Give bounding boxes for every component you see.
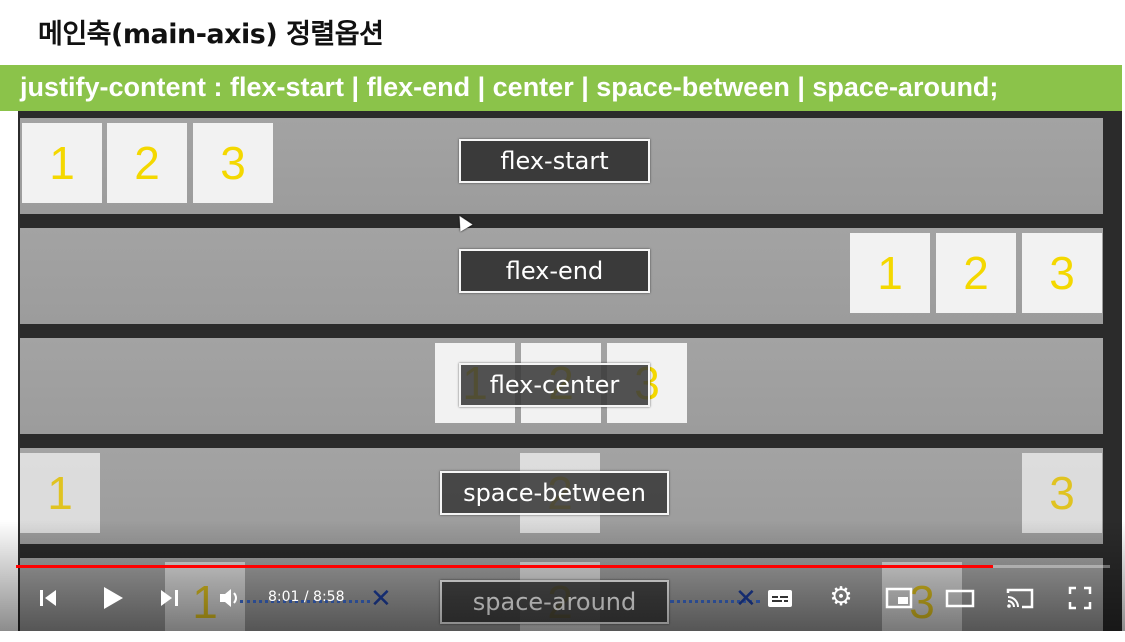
spacing-indicator: [240, 600, 370, 603]
progress-fill: [16, 565, 994, 568]
slide-title: 메인축(main-axis) 정렬옵션: [38, 19, 384, 50]
demo-row-flex-end: flex-end 1 2 3: [20, 228, 1103, 324]
row-label: flex-end: [459, 249, 650, 293]
progress-bar[interactable]: [16, 565, 1110, 568]
row-label: flex-start: [459, 139, 650, 183]
flex-item-2: 2: [936, 233, 1016, 313]
flex-item-1: 1: [165, 562, 245, 631]
row-label: space-between: [440, 471, 669, 515]
flex-item-3: 3: [193, 123, 273, 203]
spacing-marker: ✕: [370, 584, 392, 614]
theater-icon[interactable]: [944, 584, 976, 612]
flex-item-1: 1: [850, 233, 930, 313]
demo-row-space-between: 1 2 3 space-between: [20, 448, 1103, 544]
play-icon[interactable]: [96, 582, 128, 614]
syntax-banner: justify-content : flex-start | flex-end …: [0, 65, 1122, 111]
previous-icon[interactable]: [34, 584, 62, 612]
flex-item-1: 1: [20, 453, 100, 533]
time-display: 8:01 / 8:58: [268, 589, 345, 605]
row-label: flex-center: [459, 363, 650, 407]
subtitles-icon[interactable]: [765, 584, 795, 612]
spacing-marker: ✕: [735, 584, 757, 614]
syntax-text: justify-content : flex-start | flex-end …: [20, 72, 999, 102]
cast-icon[interactable]: [1004, 584, 1036, 612]
row-label: space-around: [440, 580, 669, 624]
demo-row-flex-start: 1 2 3 flex-start: [20, 118, 1103, 214]
next-icon[interactable]: [156, 584, 184, 612]
miniplayer-icon[interactable]: [884, 584, 914, 612]
demo-row-center: 1 2 3 flex-center: [20, 338, 1103, 434]
flex-item-3: 3: [1022, 233, 1102, 313]
flex-item-2: 2: [107, 123, 187, 203]
flex-item-3: 3: [1022, 453, 1102, 533]
settings-icon[interactable]: ⚙: [829, 582, 853, 612]
fullscreen-icon[interactable]: [1066, 584, 1094, 612]
spacing-indicator: [670, 600, 760, 603]
flex-item-1: 1: [22, 123, 102, 203]
flex-item-3: 3: [882, 562, 962, 631]
demo-row-space-around: 1 2 3 space-around: [20, 558, 1103, 631]
volume-icon[interactable]: [216, 584, 244, 612]
player-controls-background: [0, 520, 1125, 631]
